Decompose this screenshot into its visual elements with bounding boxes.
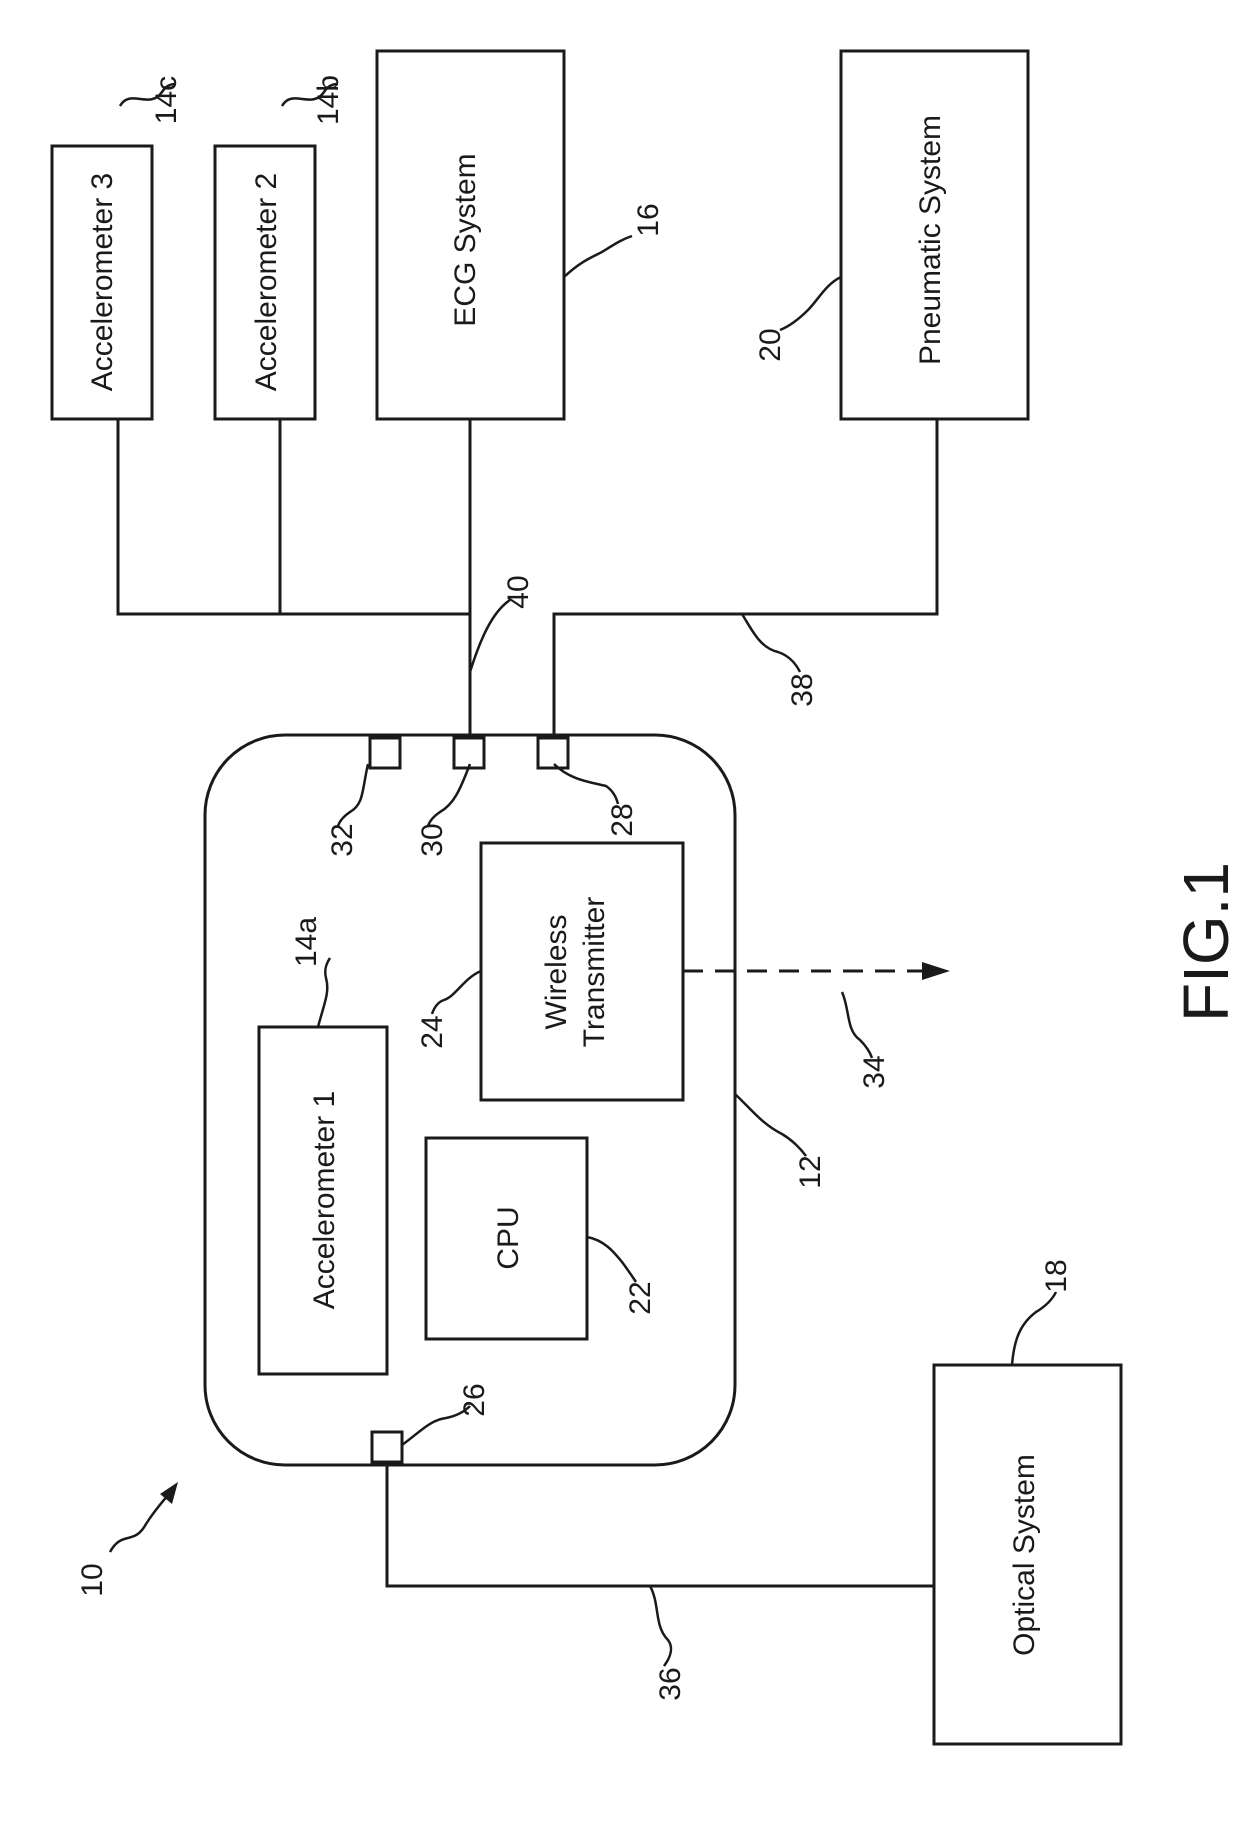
accelerometer-3-label: Accelerometer 3 [86,173,119,391]
leader-40 [470,600,510,672]
ref-12: 12 [794,1155,827,1188]
port-30 [454,738,484,768]
leader-34 [842,992,872,1058]
pneumatic-connection-line-38 [554,419,937,738]
leader-16 [564,236,632,277]
leader-32 [338,764,368,826]
leader-18 [1012,1292,1056,1365]
leader-24 [432,971,481,1014]
ref-24: 24 [416,1015,449,1048]
leader-30 [428,764,470,826]
pneumatic-system-label: Pneumatic System [914,115,947,365]
leader-28 [554,764,618,804]
cpu-label: CPU [492,1206,525,1269]
ref-22: 22 [624,1281,657,1314]
ref-28: 28 [606,803,639,836]
optical-system-label: Optical System [1008,1454,1041,1656]
port-26 [372,1432,402,1462]
ref-14b: 14b [312,75,345,125]
ref-32: 32 [326,823,359,856]
ref-10: 10 [76,1563,109,1596]
ref-26: 26 [458,1383,491,1416]
optical-connection-line-36 [387,1462,934,1586]
accelerometer-bus-line [118,419,470,614]
ref-16: 16 [632,203,665,236]
ref-14c: 14c [150,76,183,124]
leader-12 [735,1094,806,1156]
figure-title: FIG.1 [1170,862,1240,1022]
ref-30: 30 [416,823,449,856]
wireless-transmitter-label-line2: Transmitter [578,897,611,1048]
leader-14a [318,958,330,1027]
ecg-system-label: ECG System [449,153,482,326]
port-32 [370,738,400,768]
ref-20: 20 [754,328,787,361]
leader-10 [110,1490,172,1552]
leader-20 [780,277,841,330]
leader-22 [587,1237,636,1282]
leader-38 [742,614,800,672]
leader-36 [650,1586,671,1666]
ref-36: 36 [654,1667,687,1700]
ref-18: 18 [1040,1259,1073,1292]
port-28 [538,738,568,768]
accelerometer-2-label: Accelerometer 2 [250,173,283,391]
wireless-signal-arrowhead [922,962,950,980]
ref-40: 40 [502,575,535,608]
wireless-transmitter-label-line1: Wireless [540,914,573,1029]
ref-34: 34 [858,1055,891,1088]
ref-14a: 14a [290,917,323,967]
accelerometer-1-label: Accelerometer 1 [308,1091,341,1309]
ref-38: 38 [786,673,819,706]
